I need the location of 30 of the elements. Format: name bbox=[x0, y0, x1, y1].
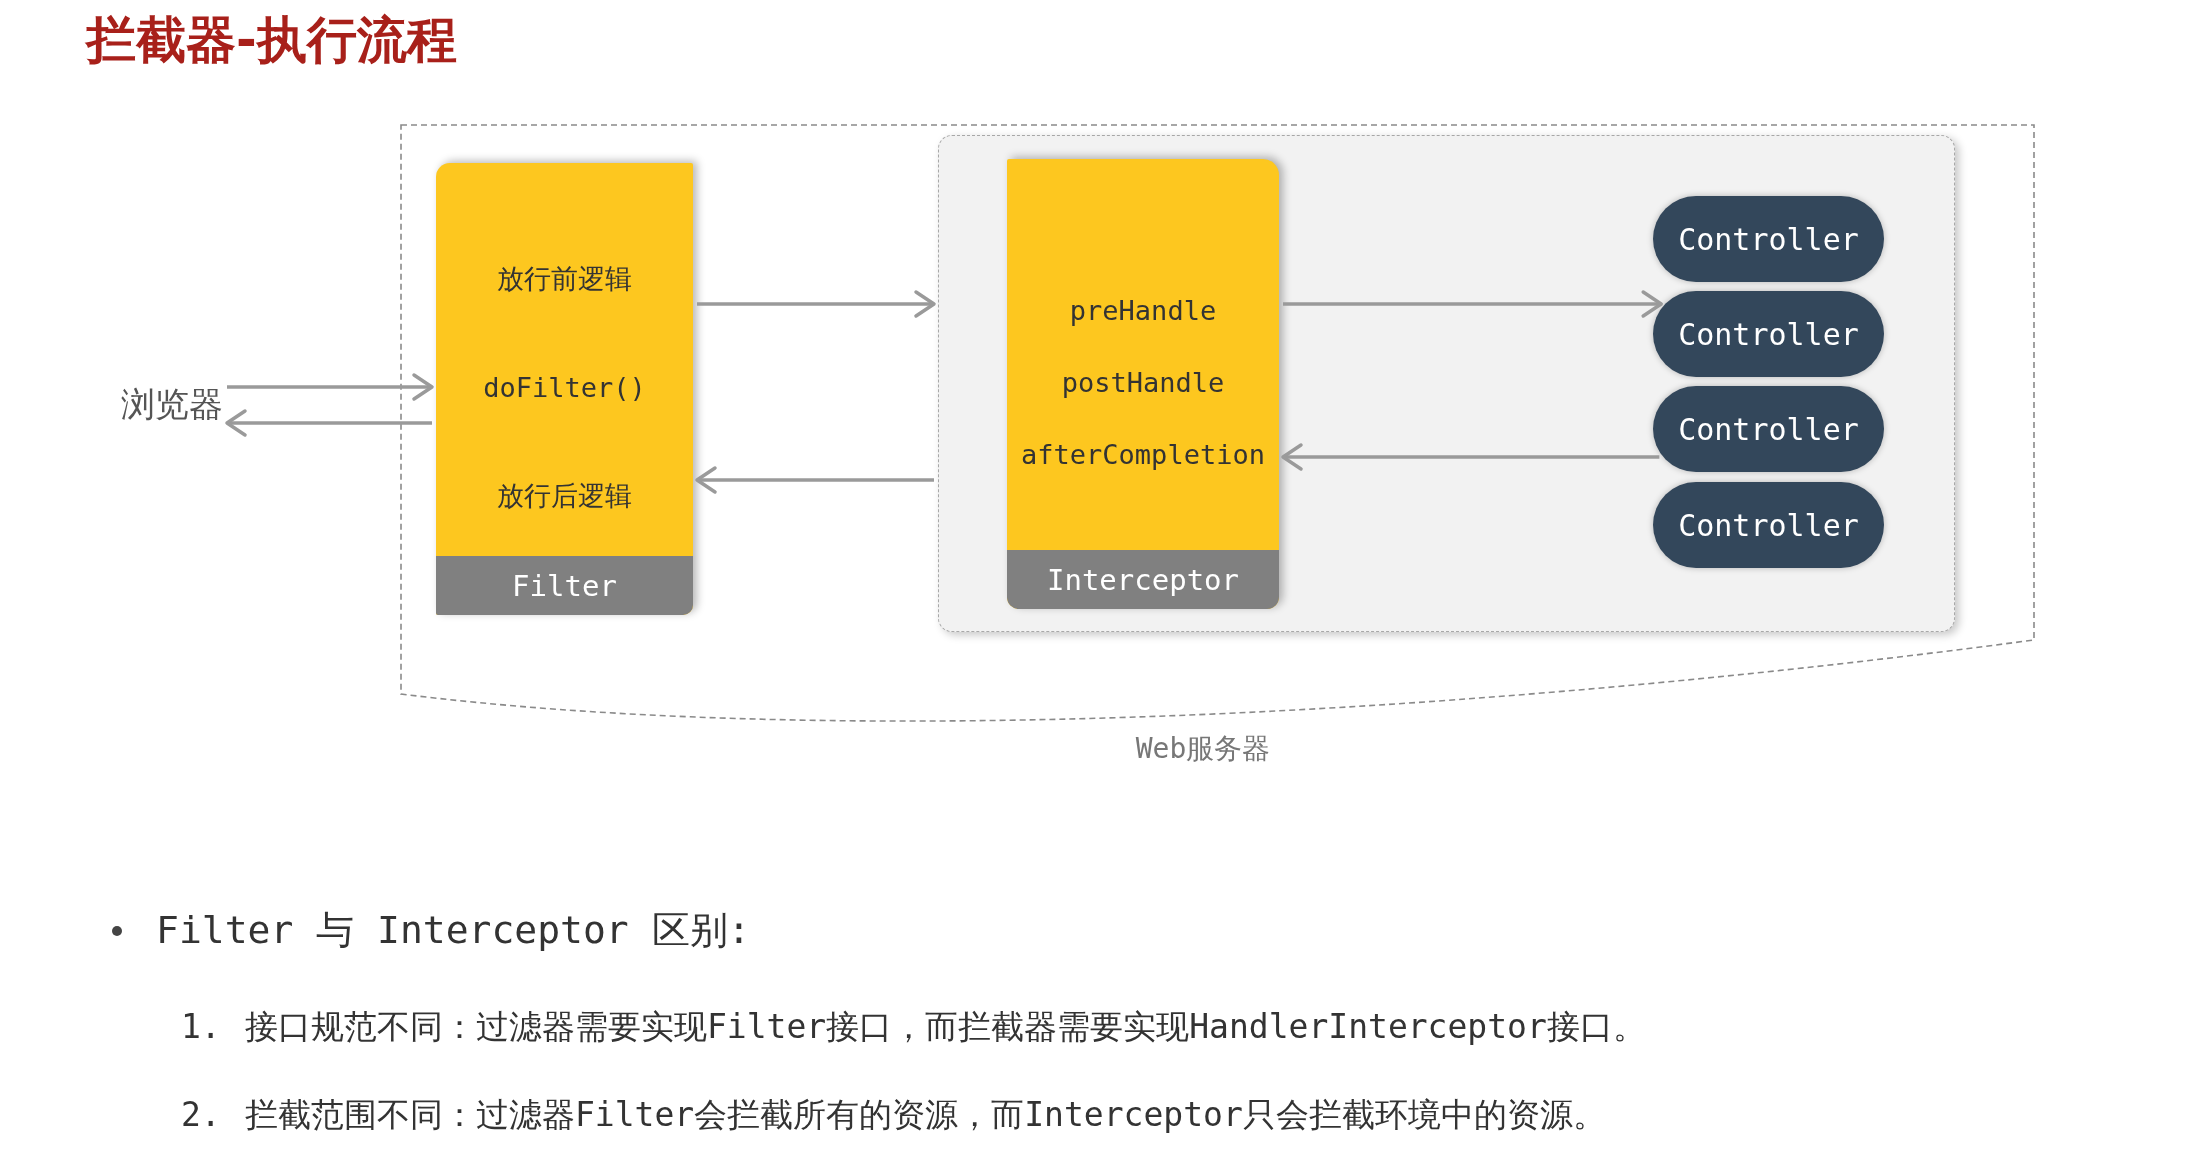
arrow bbox=[1283, 290, 1663, 318]
rounded-node: Controller bbox=[1653, 196, 1884, 282]
node-label: 浏览器 bbox=[121, 381, 223, 429]
process-box bbox=[436, 163, 693, 615]
dashed-region bbox=[400, 124, 2035, 764]
node-text: postHandle bbox=[1061, 366, 1225, 400]
arrow bbox=[227, 373, 434, 401]
rounded-node: Controller bbox=[1653, 291, 1884, 377]
slide-title: 拦截器-执行流程 bbox=[86, 10, 457, 70]
arrow bbox=[225, 409, 432, 437]
title-bar: Filter bbox=[436, 556, 693, 615]
list-item: 接口规范不同：过滤器需要实现Filter接口，而拦截器需要实现HandlerInterceptor接口。 bbox=[245, 1005, 1646, 1048]
node-text: 放行前逻辑 bbox=[497, 262, 632, 296]
region-label: Web服务器 bbox=[1135, 730, 1271, 766]
container-box bbox=[938, 135, 1955, 632]
arrow bbox=[695, 466, 934, 494]
rounded-node: Controller bbox=[1653, 386, 1884, 472]
node-text: 放行后逻辑 bbox=[497, 479, 632, 513]
rounded-node: Controller bbox=[1653, 482, 1884, 568]
node-text: afterCompletion bbox=[1021, 438, 1265, 472]
title-bar: Interceptor bbox=[1007, 550, 1279, 609]
list-number: 2. bbox=[181, 1093, 221, 1136]
arrow bbox=[697, 290, 936, 318]
list-item: 拦截范围不同：过滤器Filter会拦截所有的资源，而Interceptor只会拦截环境中的资源。 bbox=[245, 1093, 1606, 1136]
process-box bbox=[1007, 159, 1279, 609]
arrow bbox=[1281, 443, 1660, 471]
list-heading: Filter 与 Interceptor 区别: bbox=[156, 907, 751, 955]
node-text: doFilter() bbox=[483, 371, 646, 405]
node-text: preHandle bbox=[1069, 294, 1217, 328]
list-number: 1. bbox=[181, 1005, 221, 1048]
